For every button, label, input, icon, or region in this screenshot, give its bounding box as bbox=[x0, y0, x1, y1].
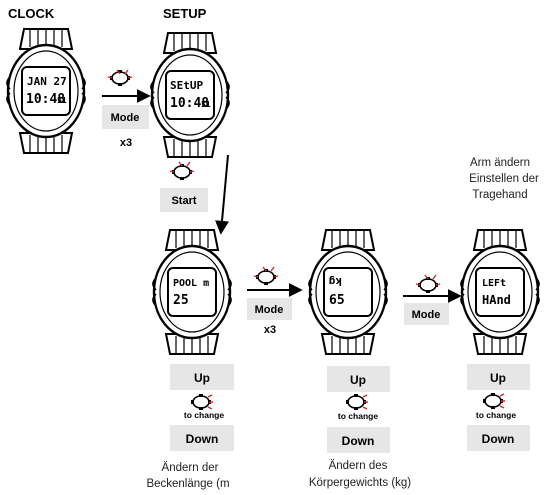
watch-pool-line2: 25 bbox=[173, 293, 189, 308]
watch-clock-seconds: 51 bbox=[57, 96, 67, 105]
down-button-weight[interactable] bbox=[327, 427, 390, 453]
press-icon-3 bbox=[255, 268, 277, 286]
press-icon-4 bbox=[417, 276, 439, 294]
caption-hand-1: Arm ändern bbox=[470, 157, 530, 169]
caption-weight-2: Körpergewichts (kg) bbox=[309, 477, 411, 489]
up-button-hand-label: Up bbox=[490, 371, 506, 385]
caption-hand-2: Einstellen der bbox=[469, 173, 539, 185]
up-button-weight-label: Up bbox=[350, 373, 366, 387]
watch-setup-line2: 10:48 bbox=[170, 96, 209, 111]
heading-setup: SETUP bbox=[163, 6, 207, 21]
watch-weight-line1: kg bbox=[329, 275, 342, 288]
up-button-hand[interactable] bbox=[467, 364, 530, 390]
mode-button-1[interactable] bbox=[102, 105, 149, 129]
x3-label-1: x3 bbox=[120, 137, 132, 149]
watch-setup-seconds: 51 bbox=[201, 100, 211, 109]
down-button-weight-label: Down bbox=[342, 434, 375, 448]
mode-button-2[interactable] bbox=[247, 298, 292, 320]
watch-hand: LEFt HAnd bbox=[459, 228, 541, 356]
down-button-pool-label: Down bbox=[186, 432, 219, 446]
watch-setup: SEtUP 10:48 51 bbox=[149, 31, 231, 159]
watch-hand-line1: LEFt bbox=[482, 278, 506, 289]
arrow-setup-to-pool bbox=[215, 154, 229, 235]
mode-button-2-label: Mode bbox=[255, 304, 284, 316]
up-button-pool[interactable] bbox=[170, 364, 234, 390]
start-button-label: Start bbox=[171, 195, 196, 207]
up-button-pool-label: Up bbox=[194, 371, 210, 385]
hint-weight: to change bbox=[338, 411, 378, 421]
watch-setup-line1: SEtUP bbox=[170, 79, 203, 92]
down-button-hand-label: Down bbox=[482, 432, 515, 446]
press-icon-2 bbox=[171, 163, 193, 181]
up-button-weight[interactable] bbox=[327, 366, 390, 392]
watch-pool-line1: POOL m bbox=[173, 278, 209, 289]
watch-weight-line2: 65 bbox=[329, 293, 345, 308]
watch-clock-line1: JAN 27 bbox=[27, 75, 67, 88]
caption-hand-3: Tragehand bbox=[472, 189, 527, 201]
caption-pool-2: Beckenlänge (m bbox=[146, 478, 229, 490]
mode-button-3[interactable] bbox=[404, 303, 449, 325]
watch-weight: kg 65 bbox=[307, 228, 389, 356]
watch-clock-line2: 10:48 bbox=[26, 92, 65, 107]
mode-button-3-label: Mode bbox=[412, 309, 441, 321]
hint-hand: to change bbox=[476, 410, 516, 420]
watch-hand-line2: HAnd bbox=[482, 293, 511, 307]
watch-clock: JAN 27 10:48 51 bbox=[5, 27, 87, 155]
start-button[interactable] bbox=[160, 188, 208, 212]
heading-clock: CLOCK bbox=[8, 6, 55, 21]
watch-pool: POOL m 25 bbox=[151, 228, 233, 356]
down-button-hand[interactable] bbox=[467, 425, 530, 451]
caption-weight-1: Ändern des bbox=[329, 460, 388, 472]
x3-label-2: x3 bbox=[264, 324, 276, 336]
caption-pool-1: Ändern der bbox=[162, 462, 219, 474]
down-button-pool[interactable] bbox=[170, 425, 234, 451]
hint-pool: to change bbox=[184, 410, 224, 420]
mode-button-1-label: Mode bbox=[111, 112, 140, 124]
